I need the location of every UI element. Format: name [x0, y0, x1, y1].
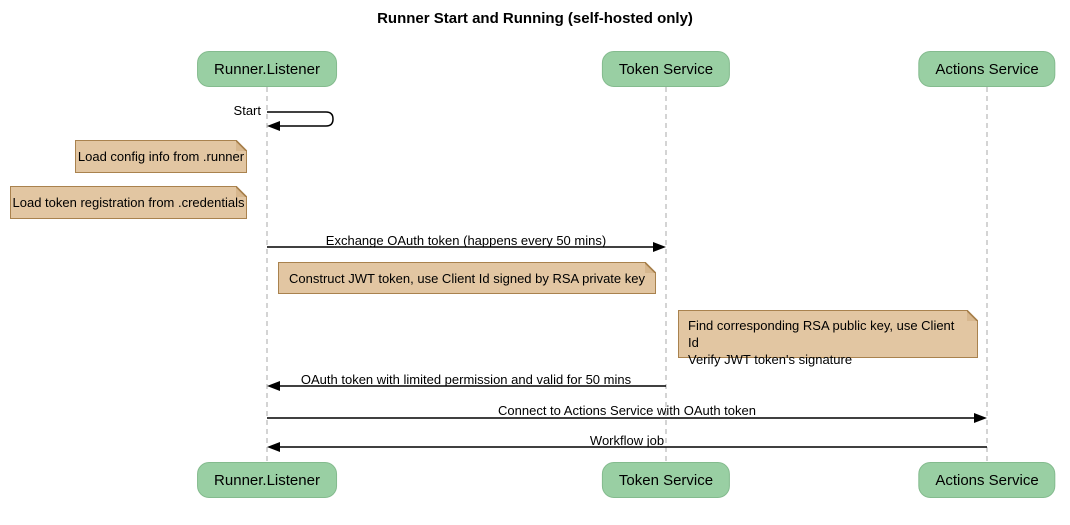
note-load-config: Load config info from .runner: [75, 140, 247, 173]
note-fold-icon: [236, 186, 247, 197]
actor-label: Token Service: [618, 60, 714, 78]
actor-top-token-service: Token Service: [601, 51, 731, 87]
arrowhead-exchange-oauth: [653, 242, 666, 252]
message-label-workflow-job: Workflow job: [589, 433, 665, 448]
note-fold-icon: [236, 140, 247, 151]
note-construct-jwt: Construct JWT token, use Client Id signe…: [278, 262, 656, 294]
arrowhead-workflow-job: [267, 442, 280, 452]
arrowhead-connect-actions: [974, 413, 987, 423]
arrowhead-start: [267, 121, 280, 131]
diagram-title: Runner Start and Running (self-hosted on…: [377, 10, 693, 27]
note-verify-jwt: Find corresponding RSA public key, use C…: [678, 310, 978, 367]
actor-bottom-runner-listener: Runner.Listener: [197, 462, 337, 498]
note-text-line-1: Find corresponding RSA public key, use C…: [688, 318, 955, 350]
message-label-connect-actions: Connect to Actions Service with OAuth to…: [498, 403, 756, 418]
note-text-line-2: Verify JWT token's signature: [688, 352, 853, 367]
note-text: Construct JWT token, use Client Id signe…: [289, 270, 645, 286]
message-label-oauth-returned: OAuth token with limited permission and …: [300, 372, 632, 387]
note-text: Load token registration from .credential…: [12, 195, 245, 210]
actor-top-actions-service: Actions Service: [918, 51, 1056, 87]
actor-bottom-token-service: Token Service: [601, 462, 731, 498]
note-fold-icon: [645, 262, 656, 273]
message-arrow-start-self-loop: [267, 111, 334, 127]
actor-label: Runner.Listener: [214, 471, 320, 489]
actor-bottom-actions-service: Actions Service: [918, 462, 1056, 498]
arrowhead-oauth-returned: [267, 381, 280, 391]
message-label-exchange-oauth: Exchange OAuth token (happens every 50 m…: [325, 233, 607, 248]
actor-top-runner-listener: Runner.Listener: [197, 51, 337, 87]
note-text: Load config info from .runner: [77, 149, 245, 164]
note-fold-icon: [967, 310, 978, 321]
actor-label: Runner.Listener: [214, 60, 320, 78]
message-label-start: Start: [233, 103, 261, 118]
note-load-token-registration: Load token registration from .credential…: [10, 186, 247, 219]
actor-label: Token Service: [618, 471, 714, 489]
actor-label: Actions Service: [935, 471, 1039, 489]
actor-label: Actions Service: [935, 60, 1039, 78]
